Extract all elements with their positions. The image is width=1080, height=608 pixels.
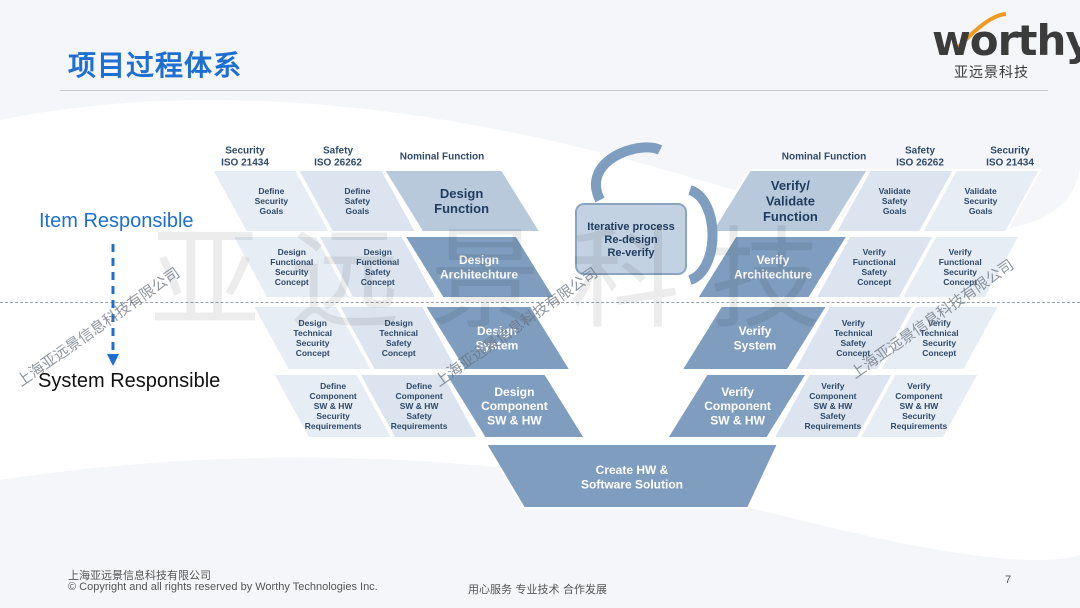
iterative-box: [575, 203, 687, 275]
solution-cell-label: Create HW &Software Solution: [581, 463, 683, 491]
process-cell: [899, 235, 1022, 299]
system-responsible-label: System Responsible: [38, 370, 221, 392]
design-cell: [382, 169, 543, 233]
process-cell: [920, 169, 1042, 233]
process-cell: [230, 235, 353, 299]
down-arrow-icon: [107, 244, 119, 366]
header-label: Nominal Function: [400, 152, 484, 163]
page-number: 7: [1005, 574, 1012, 586]
design-cell: [402, 235, 557, 299]
header-label: Nominal Function: [782, 152, 866, 163]
verify-cell: [665, 373, 809, 439]
process-cell: [834, 169, 956, 233]
footer-slogan: 用心服务 专业技术 合作发展: [468, 583, 607, 596]
title-divider: [60, 90, 1048, 91]
logo-swoosh-icon: [956, 12, 1007, 50]
process-cell: [316, 235, 439, 299]
verify-cell: [695, 235, 850, 299]
process-cell: [813, 235, 936, 299]
company-logo: worthy 亚远景科技: [918, 10, 1080, 82]
slide-title: 项目过程体系: [68, 49, 243, 82]
process-cell: [337, 305, 460, 371]
item-responsible-label: Item Responsible: [39, 210, 194, 232]
process-cell: [210, 169, 332, 233]
process-cell: [771, 373, 895, 439]
design-cell: [443, 373, 587, 439]
footer-company: 上海亚远景信息科技有限公司: [68, 569, 211, 582]
watermark-large: 亚远景科技: [150, 216, 850, 344]
loop-arrow-icon: [591, 142, 663, 203]
design-cell: [423, 305, 573, 371]
process-cell: [296, 169, 418, 233]
loop-arrow-icon: [687, 185, 718, 285]
process-cell: [357, 373, 481, 439]
footer-copyright: © Copyright and all rights reserved by W…: [68, 581, 378, 593]
logo-wordmark: worthy: [932, 16, 1080, 65]
verify-cell: [679, 305, 829, 371]
process-cell: [251, 305, 374, 371]
verify-cell: [709, 169, 870, 233]
process-cell: [271, 373, 395, 439]
process-cell: [857, 373, 981, 439]
logo-subtitle: 亚远景科技: [954, 65, 1029, 81]
process-cell: [792, 305, 915, 371]
level-divider: [0, 302, 1080, 303]
solution-cell: [484, 443, 780, 509]
process-cell: [878, 305, 1001, 371]
